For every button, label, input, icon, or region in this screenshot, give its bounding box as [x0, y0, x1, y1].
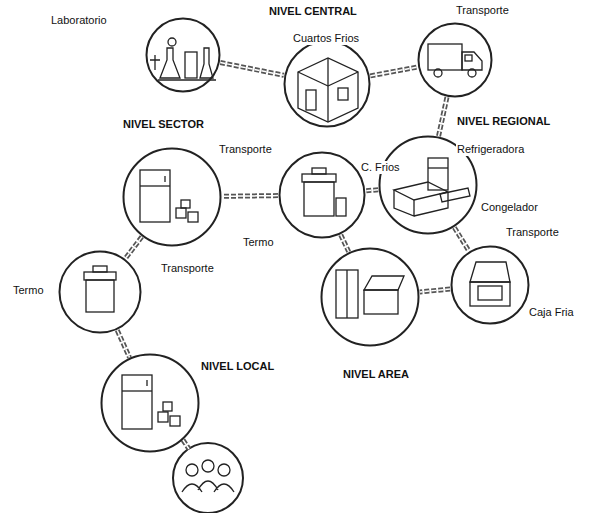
item-label: Termo [242, 236, 275, 249]
chain-link [125, 237, 141, 259]
item-label: Laboratorio [50, 14, 108, 27]
level-circle: NIVEL REGIONALRefrigeradoraC. FriosConge… [378, 135, 478, 235]
thermos-box [84, 266, 116, 312]
circle-outline [417, 22, 493, 98]
level-title: NIVEL REGIONAL [456, 115, 551, 128]
chain-link [454, 227, 469, 251]
level-circle: Laboratorio [145, 17, 221, 93]
item-label: Refrigeradora [456, 143, 525, 156]
item-label: Transporte [160, 262, 215, 275]
circle-outline [450, 245, 530, 325]
item-label: Termo [12, 284, 45, 297]
circle-outline [58, 250, 142, 334]
circle-outline [145, 17, 221, 93]
item-label: C. Frios [360, 161, 401, 174]
level-circle: NIVEL CENTRALCuartos Frios [283, 40, 371, 128]
chain-link [341, 235, 349, 252]
level-circle: NIVEL SECTOR [122, 147, 222, 247]
thermos-box [302, 168, 346, 216]
lab-equipment [150, 38, 216, 80]
level-title: NIVEL AREA [342, 368, 410, 381]
cold-room [298, 58, 358, 122]
cool-box [470, 262, 510, 306]
level-title: NIVEL LOCAL [200, 360, 275, 373]
item-label: Transporte [455, 4, 510, 17]
item-label: Transporte [505, 226, 560, 239]
fridge [140, 170, 198, 222]
item-label: Cuartos Frios [292, 32, 360, 45]
item-label: Congelador [480, 201, 539, 214]
item-label: Transporte [218, 143, 273, 156]
circle-outline [122, 147, 222, 247]
people [173, 443, 243, 513]
chain [183, 440, 189, 449]
level-circle: TransporteCaja Fria [450, 245, 530, 325]
level-title: NIVEL CENTRAL [268, 5, 358, 18]
level-title: NIVEL SECTOR [122, 118, 205, 131]
truck [428, 44, 482, 77]
level-circle: NIVEL LOCAL [100, 353, 200, 453]
level-circle: TransporteTermo [278, 151, 366, 239]
level-circle: Transporte [417, 22, 493, 98]
circle-outline [100, 353, 200, 453]
chain-link [222, 195, 278, 197]
circle-outline [320, 247, 420, 347]
chain-link [366, 190, 378, 191]
chain-link [117, 330, 129, 357]
fridge [122, 375, 180, 429]
circle-outline [278, 151, 366, 239]
fridge-freezer [394, 158, 470, 216]
chain-link [220, 63, 284, 76]
level-circle: NIVEL AREA [320, 247, 420, 347]
chain-link [420, 289, 450, 292]
item-label: Caja Fria [528, 306, 575, 319]
circle-outline [283, 40, 371, 128]
chain-link [370, 67, 417, 76]
chain-link [439, 97, 447, 136]
level-circle: TransporteTermo [58, 250, 142, 334]
fridge-freezer [336, 270, 404, 318]
